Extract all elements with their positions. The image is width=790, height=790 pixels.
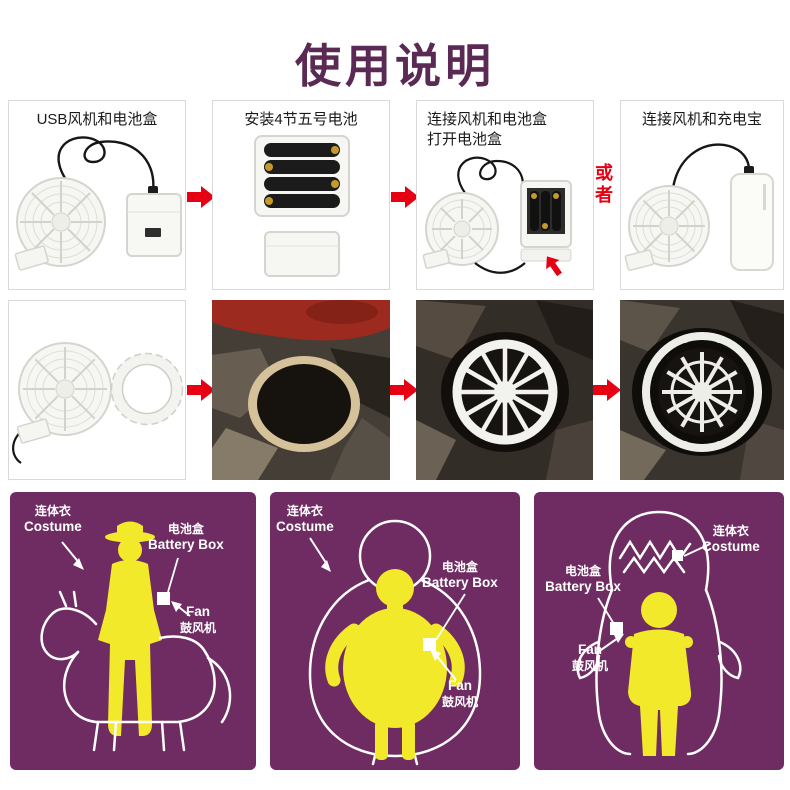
- costume-callout: 连体衣 Costume: [24, 504, 82, 536]
- round-costume-panel: 连体衣 Costume 电池盒 Battery Box Fan 鼓风机: [270, 492, 520, 770]
- fan-callout: Fan 鼓风机: [442, 678, 478, 710]
- cut-hole: [257, 364, 351, 444]
- aa-batteries-illustration: [264, 143, 340, 209]
- usb-fan-and-battery-box-illustration: [14, 136, 182, 271]
- costume-label-cn: 连体衣: [286, 504, 323, 518]
- battery-box-callout: 电池盒 Battery Box: [422, 560, 498, 592]
- wearer-silhouette: [343, 569, 447, 760]
- fan-installed-photo: [620, 300, 784, 480]
- fan-ring: [452, 339, 558, 445]
- callout-marks: [61, 541, 191, 617]
- costume-label-cn: 连体衣: [712, 524, 749, 538]
- fan-label-cn: 鼓风机: [180, 620, 217, 635]
- battery-label-en: Battery Box: [422, 575, 498, 590]
- fabric-hole-photo: [212, 300, 390, 480]
- costume-callout: 连体衣 Costume: [702, 524, 760, 556]
- fan-label-en: Fan: [448, 678, 473, 693]
- fan-grille-spokes: [662, 352, 742, 432]
- fan-callout: Fan 鼓风机: [180, 604, 216, 636]
- battery-label-cn: 电池盒: [441, 560, 478, 574]
- step-arrow-icon: [390, 377, 418, 403]
- battery-install-illustration: [254, 135, 350, 278]
- fan-grille-spokes: [461, 348, 549, 436]
- costume-marker: [672, 550, 683, 561]
- costume-label-en: Costume: [702, 539, 760, 554]
- battery-box-illustration: [126, 193, 182, 258]
- connect-fan-battery-illustration: [422, 156, 572, 276]
- battery-label-en: Battery Box: [148, 537, 224, 552]
- fan-label-en: Fan: [186, 604, 211, 619]
- fan-blower-illustration: [422, 191, 499, 269]
- step-3-label: 连接风机和电池盒 打开电池盒: [417, 101, 593, 151]
- ring-lugs: [642, 335, 762, 449]
- horse-costume-panel: 连体衣 Costume 电池盒 Battery Box Fan 鼓风机: [10, 492, 256, 770]
- battery-label-cn: 电池盒: [564, 564, 601, 578]
- callout-marks: [597, 543, 711, 653]
- usb-cable-illustration: [671, 143, 751, 189]
- battery-cover-illustration: [264, 231, 340, 278]
- fan-label-cn: 鼓风机: [442, 694, 479, 709]
- step-arrow-icon: [593, 377, 621, 403]
- battery-box-marker: [423, 638, 436, 651]
- round-costume-art: [308, 519, 482, 766]
- costume-outline: [576, 510, 742, 756]
- fan-blower-illustration: [624, 185, 710, 272]
- fan-blower-illustration: [16, 342, 112, 444]
- step-arrow-icon: [187, 184, 215, 210]
- fan-blower-illustration: [14, 177, 106, 271]
- ring-installed-photo: [416, 300, 593, 480]
- battery-label-en: Battery Box: [545, 579, 621, 594]
- horse-outline: [40, 590, 232, 752]
- step-4-label: 连接风机和充电宝: [641, 111, 762, 128]
- shark-costume-art: [576, 510, 742, 756]
- horse-costume-art: [40, 521, 232, 752]
- step-2-label: 安装4节五号电池: [244, 111, 358, 128]
- step-arrow-icon: [187, 377, 215, 403]
- fan-ring-illustration: [110, 352, 184, 426]
- step-1-box: USB风机和电池盒: [8, 100, 186, 290]
- usb-cable-illustration: [57, 136, 155, 193]
- step-4-box: 连接风机和充电宝: [620, 100, 784, 290]
- fan-callout: Fan 鼓风机: [572, 642, 608, 674]
- or-label: 或者: [595, 163, 613, 205]
- power-bank-illustration: [730, 173, 774, 272]
- fan-and-ring-illustration: [12, 342, 184, 464]
- callout-marks: [309, 537, 466, 681]
- usb-cable-illustration: [457, 156, 525, 194]
- battery-box-callout: 电池盒 Battery Box: [148, 522, 224, 554]
- fan-and-ring-box: [8, 300, 186, 480]
- fan-label-en: Fan: [578, 642, 603, 657]
- step-2-box: 安装4节五号电池: [212, 100, 390, 290]
- connector-cable-illustration: [474, 261, 526, 274]
- page-title: 使用说明: [295, 40, 495, 92]
- costume-callout: 连体衣 Costume: [276, 504, 334, 536]
- wearer-silhouette: [625, 592, 693, 756]
- pointer-arrow-icon: [546, 255, 563, 276]
- fabric-hole-photo-art: [212, 300, 390, 480]
- fan-installed-photo-art: [620, 300, 784, 480]
- battery-box-callout: 电池盒 Battery Box: [540, 564, 626, 596]
- costume-label-en: Costume: [24, 519, 82, 534]
- step-3-label-line2: 打开电池盒: [427, 131, 503, 149]
- shark-costume-panel: 连体衣 Costume 电池盒 Battery Box Fan 鼓风机: [534, 492, 784, 770]
- costume-label-en: Costume: [276, 519, 334, 534]
- fan-label-cn: 鼓风机: [572, 658, 609, 673]
- step-3-box: 连接风机和电池盒 打开电池盒: [416, 100, 594, 290]
- step-1-label: USB风机和电池盒: [36, 111, 158, 128]
- connect-fan-powerbank-illustration: [624, 143, 774, 272]
- battery-label-cn: 电池盒: [167, 522, 204, 536]
- step-3-label-line1: 连接风机和电池盒: [427, 111, 548, 128]
- ring-installed-photo-art: [416, 300, 593, 480]
- battery-box-marker: [610, 622, 623, 635]
- costume-label-cn: 连体衣: [34, 504, 71, 518]
- battery-box-marker: [157, 592, 170, 605]
- open-battery-box-illustration: [520, 179, 572, 261]
- step-arrow-icon: [391, 184, 419, 210]
- wearer-silhouette: [98, 521, 162, 736]
